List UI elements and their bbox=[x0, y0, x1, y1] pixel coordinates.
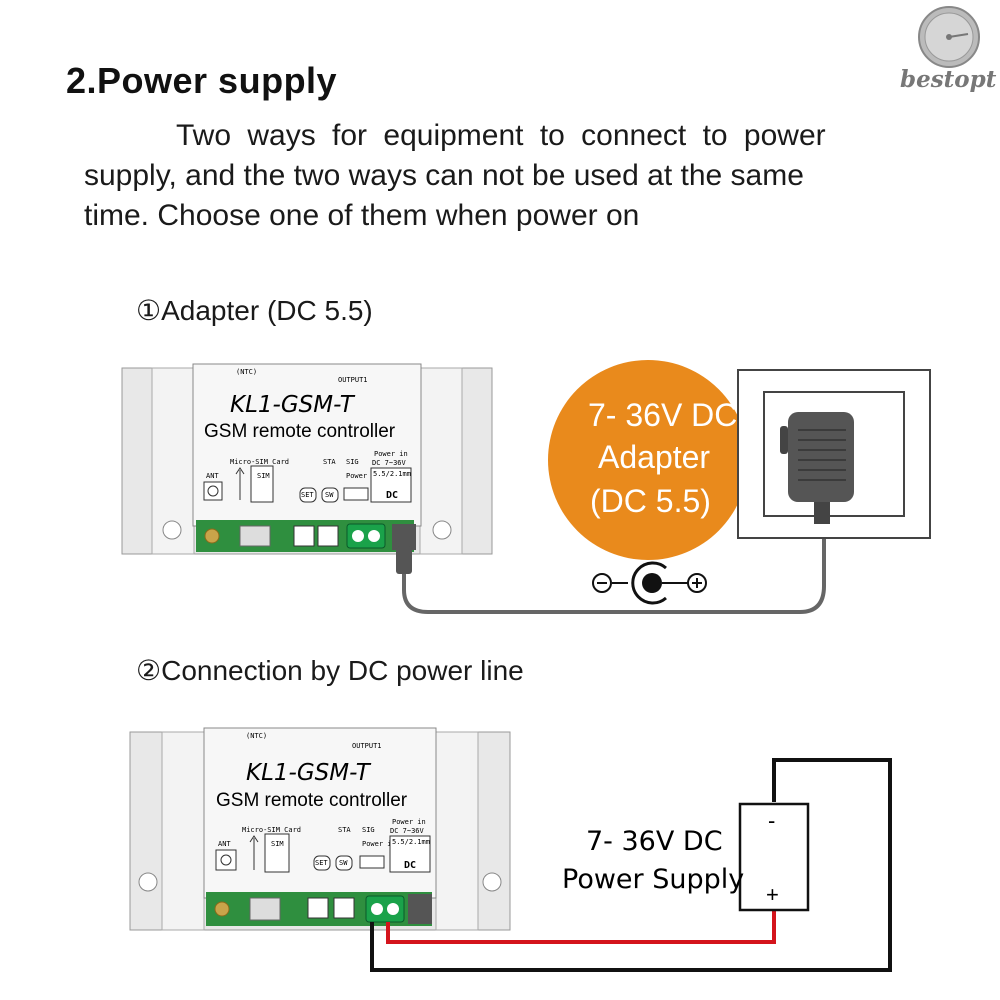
output-label: OUTPUT1 bbox=[338, 376, 368, 384]
power-in-label-2: Power in bbox=[392, 818, 426, 826]
sta-label: STA bbox=[338, 826, 351, 834]
ntc-label: (NTC) bbox=[236, 368, 257, 376]
adapter-section-label: ①Adapter (DC 5.5) bbox=[136, 295, 373, 326]
supply-voltage-label: 7- 36V DC bbox=[586, 826, 723, 857]
polarity-symbol bbox=[592, 561, 707, 605]
power-in-label: Power in bbox=[346, 472, 380, 480]
range-label: DC 7~36V bbox=[372, 459, 407, 467]
adapter-diagram: (NTC) OUTPUT1 KL1-GSM-T GSM remote contr… bbox=[121, 360, 931, 614]
jack-label: 5.5/2.1mm bbox=[373, 470, 411, 478]
wall-socket-icon bbox=[737, 369, 931, 539]
power-supply-box bbox=[738, 802, 810, 912]
range-label: DC 7~36V bbox=[390, 827, 425, 835]
supply-plus: + bbox=[766, 882, 779, 907]
power-in-label: Power in bbox=[362, 840, 396, 848]
sw-label: SW bbox=[325, 491, 334, 499]
sim-label: SIM bbox=[257, 472, 270, 480]
controller-unit-2: (NTC) OUTPUT1 KL1-GSM-T GSM remote contr… bbox=[129, 727, 511, 931]
sim-card-label: Micro-SIM Card bbox=[242, 826, 301, 834]
controller-model: KL1-GSM-T bbox=[246, 760, 372, 786]
sim-card-label: Micro-SIM Card bbox=[230, 458, 289, 466]
power-in-label-2: Power in bbox=[374, 450, 408, 458]
sig-label: SIG bbox=[346, 458, 359, 466]
dc-label: DC bbox=[386, 490, 398, 501]
intro-line-3: time. Choose one of them when power on bbox=[84, 199, 640, 232]
sw-label: SW bbox=[339, 859, 348, 867]
power-line-section-label: ②Connection by DC power line bbox=[136, 655, 524, 686]
power-line-diagram: (NTC) OUTPUT1 KL1-GSM-T GSM remote contr… bbox=[129, 727, 892, 972]
bubble-line-1: 7- 36V DC bbox=[588, 397, 737, 433]
sim-label: SIM bbox=[271, 840, 284, 848]
ant-label: ANT bbox=[206, 472, 219, 480]
ntc-label: (NTC) bbox=[246, 732, 267, 740]
output-label: OUTPUT1 bbox=[352, 742, 382, 750]
intro-line-1: Two ways for equipment to connect to pow… bbox=[176, 119, 826, 152]
controller-unit-1: (NTC) OUTPUT1 KL1-GSM-T GSM remote contr… bbox=[121, 363, 493, 555]
section-heading: 2.Power supply bbox=[66, 60, 338, 101]
ant-label: ANT bbox=[218, 840, 231, 848]
controller-model: KL1-GSM-T bbox=[230, 392, 356, 418]
set-label: SET bbox=[315, 859, 328, 867]
bubble-line-3: (DC 5.5) bbox=[590, 483, 711, 519]
sig-label: SIG bbox=[362, 826, 375, 834]
gauge-logo-icon bbox=[918, 6, 980, 68]
brand-logo-text: bestopt bbox=[900, 66, 997, 93]
sta-label: STA bbox=[323, 458, 336, 466]
intro-line-2: supply, and the two ways can not be used… bbox=[84, 159, 804, 192]
adapter-callout-bubble: 7- 36V DC Adapter (DC 5.5) bbox=[548, 360, 790, 560]
set-label: SET bbox=[301, 491, 314, 499]
supply-minus: - bbox=[768, 808, 775, 833]
dc-label: DC bbox=[404, 860, 416, 871]
supply-name-label: Power Supply bbox=[562, 864, 744, 895]
jack-label: 5.5/2.1mm bbox=[392, 838, 430, 846]
controller-subtitle: GSM remote controller bbox=[204, 421, 396, 442]
bubble-line-2: Adapter bbox=[598, 439, 710, 475]
controller-subtitle: GSM remote controller bbox=[216, 790, 408, 811]
